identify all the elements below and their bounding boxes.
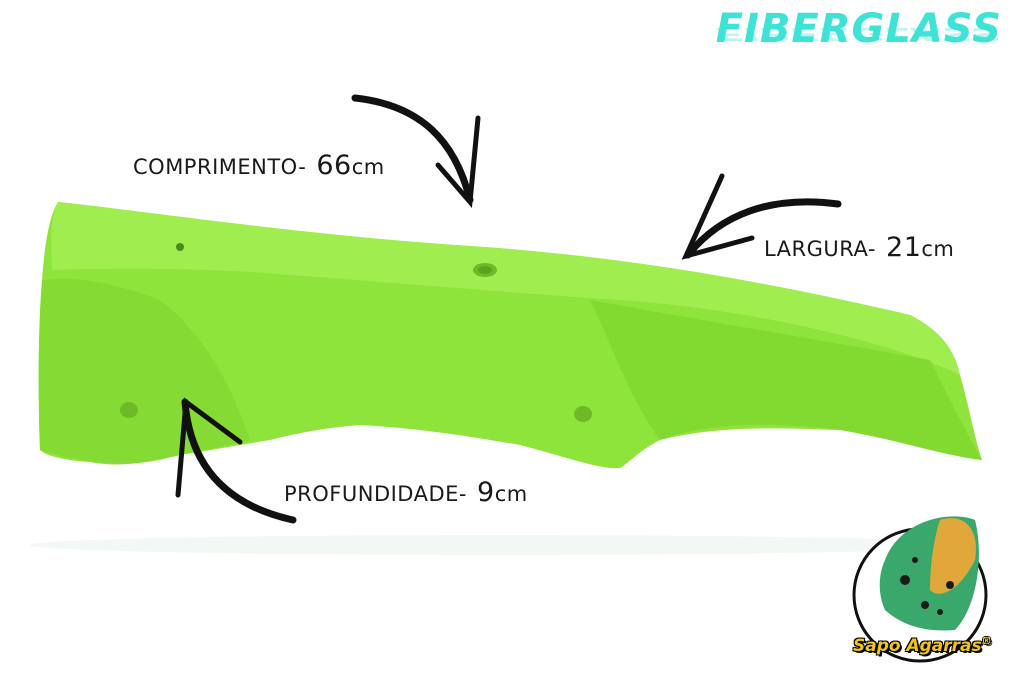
logo-text: Sapo Agarras bbox=[853, 636, 982, 656]
fiberglass-title-reflection: FIBERGLASS bbox=[715, 23, 1002, 44]
arrow-comprimento bbox=[351, 94, 481, 209]
profundidade-label: PROFUNDIDADE- 9cm bbox=[284, 477, 528, 508]
hold-slope-shade bbox=[590, 300, 982, 460]
ground-shadow bbox=[30, 535, 970, 555]
largura-label: LARGURA- 21cm bbox=[764, 232, 954, 263]
profundidade-value: 9 bbox=[477, 477, 495, 508]
arrow-profundidade bbox=[175, 397, 297, 524]
arrow-largura bbox=[681, 173, 842, 260]
fiberglass-title: FIBERGLASS bbox=[715, 6, 1002, 52]
bolt-hole-right bbox=[574, 406, 592, 422]
hold-left-face bbox=[38, 278, 250, 464]
comprimento-unit: cm bbox=[351, 155, 385, 179]
largura-name: LARGURA- bbox=[764, 237, 877, 261]
small-mark bbox=[176, 243, 184, 251]
largura-value: 21 bbox=[886, 232, 922, 263]
registered-mark: ® bbox=[981, 636, 992, 647]
hold-top-face bbox=[51, 202, 960, 375]
comprimento-value: 66 bbox=[316, 150, 352, 181]
bolt-hole-left bbox=[120, 402, 138, 418]
comprimento-label: COMPRIMENTO- 66cm bbox=[133, 150, 385, 181]
logo-wordmark: Sapo Agarras® bbox=[853, 636, 992, 656]
profundidade-name: PROFUNDIDADE- bbox=[284, 482, 467, 506]
largura-unit: cm bbox=[921, 237, 955, 261]
profundidade-unit: cm bbox=[494, 482, 528, 506]
sapo-agarras-logo bbox=[852, 516, 988, 663]
comprimento-name: COMPRIMENTO- bbox=[133, 155, 307, 179]
